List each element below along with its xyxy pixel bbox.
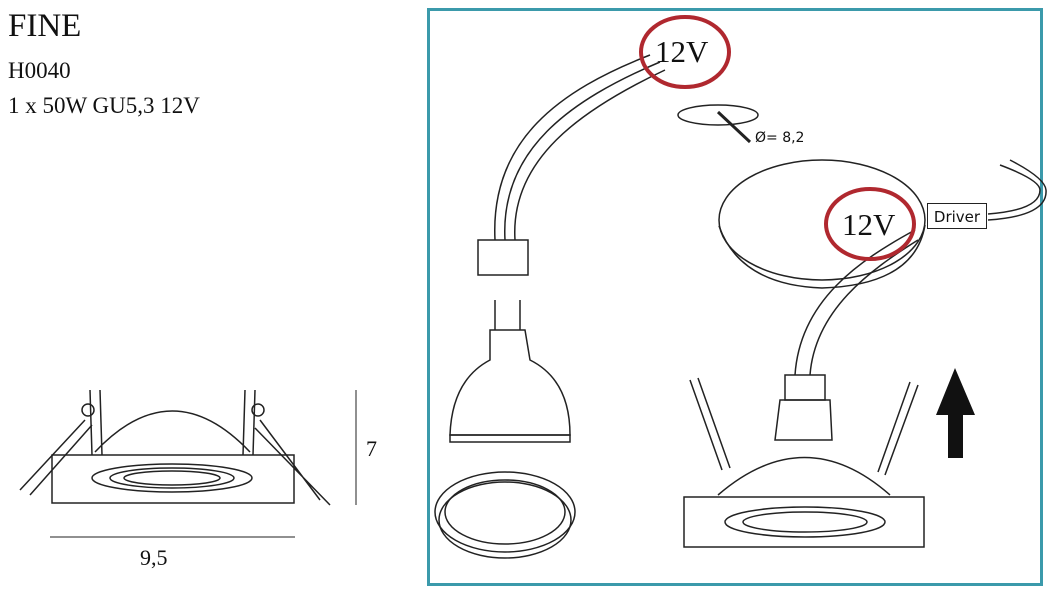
product-spec: 1 x 50W GU5,3 12V	[8, 93, 200, 118]
voltage-highlight-circle-driver	[824, 187, 916, 261]
width-dimension: 9,5	[140, 545, 168, 570]
voltage-highlight-circle-top	[639, 15, 731, 89]
driver-label: Driver	[927, 203, 987, 229]
up-arrow-icon	[936, 368, 975, 458]
installation-panel	[427, 8, 1043, 586]
cutout-diameter-label: Ø= 8,2	[755, 130, 805, 146]
voltage-label-driver: 12V	[842, 207, 896, 242]
voltage-label-top: 12V	[655, 34, 709, 69]
height-dimension: 7	[366, 436, 377, 461]
product-code: H0040	[8, 58, 71, 83]
product-name: FINE	[8, 8, 82, 44]
